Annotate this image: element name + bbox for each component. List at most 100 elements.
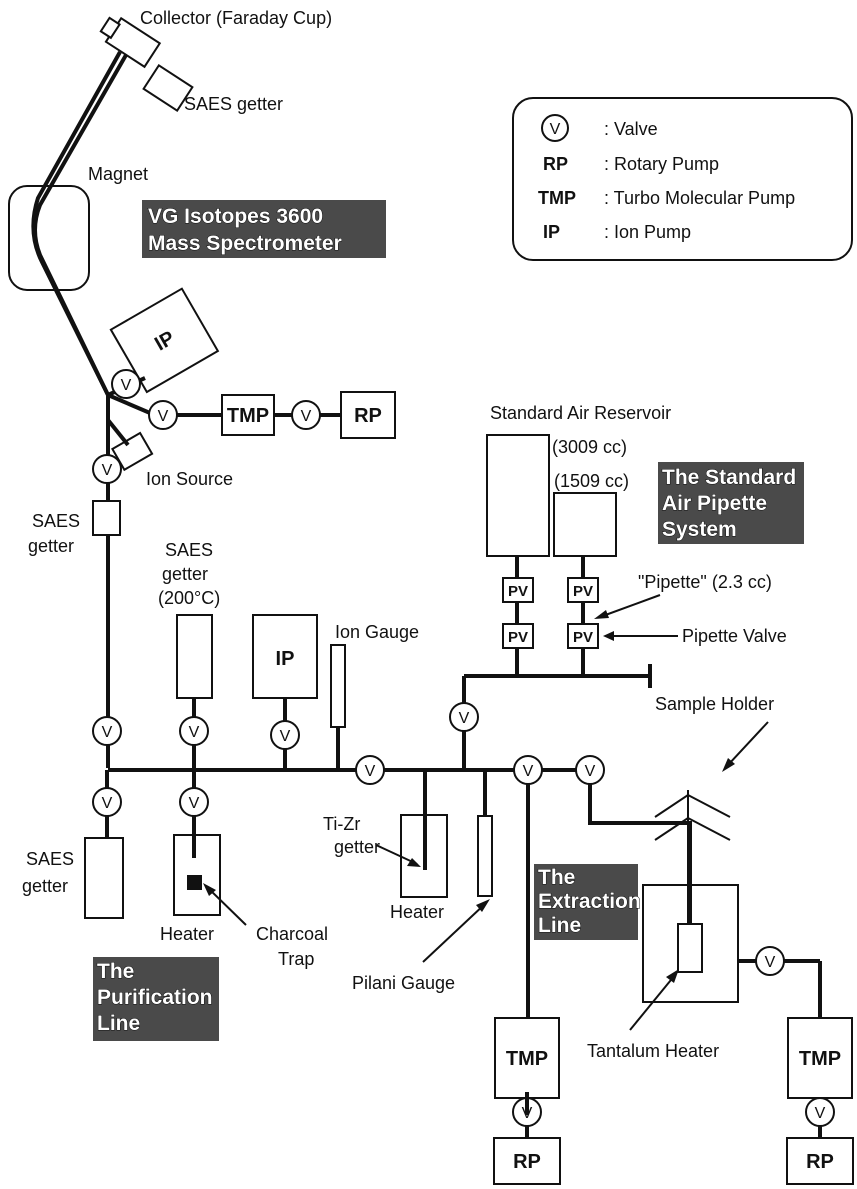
valve-charcoal-label: V — [189, 795, 200, 812]
ion-source-label: Ion Source — [146, 469, 233, 489]
valve-left-upper[interactable]: V — [92, 454, 122, 484]
valve-tmp-rp-left[interactable]: V — [512, 1097, 542, 1127]
purification-banner: The Purification Line — [93, 957, 219, 1041]
pv-1509-upper[interactable]: PV — [567, 577, 599, 603]
volume-1509-label: (1509 cc) — [554, 471, 629, 491]
valve-left-lower[interactable]: V — [92, 787, 122, 817]
valve-rp-upper-label: V — [301, 408, 312, 425]
reservoir-1509-box — [553, 492, 617, 557]
legend-symbol-1: RP — [543, 154, 568, 174]
tmp-upper-label: TMP — [227, 405, 269, 427]
tizr-label2: getter — [334, 837, 380, 857]
valve-ip-upper-label: V — [121, 377, 132, 394]
pv-3009-upper-label: PV — [508, 583, 528, 600]
rp-upper: RP — [340, 391, 396, 439]
valve-ip-middle-label: V — [280, 728, 291, 745]
ion-pump-upper: IP — [109, 287, 220, 394]
legend-symbol-3: IP — [543, 222, 560, 242]
valve-ip-middle[interactable]: V — [270, 720, 300, 750]
magnet-label: Magnet — [88, 164, 148, 184]
tizr-label1: Ti-Zr — [323, 814, 360, 834]
valve-tmp-upper-label: V — [158, 408, 169, 425]
legend-desc-2: : Turbo Molecular Pump — [604, 188, 795, 208]
tmp-right-label: TMP — [799, 1048, 841, 1070]
valve-left-main[interactable]: V — [92, 716, 122, 746]
standard-air-banner-line2: Air Pipette — [662, 492, 767, 515]
pv-1509-lower-label: PV — [573, 629, 593, 646]
tantalum-heater-inner-box — [677, 923, 703, 973]
pipette-valve-arrowhead — [603, 631, 614, 641]
rp-right-label: RP — [806, 1151, 834, 1173]
tmp-extraction-left: TMP — [494, 1017, 560, 1099]
tmp-extraction-left-label: TMP — [506, 1048, 548, 1070]
valve-main-mid[interactable]: V — [355, 755, 385, 785]
saes-getter-left-box — [92, 500, 121, 536]
charcoal-arrow — [206, 886, 247, 926]
sample-holder-label: Sample Holder — [655, 694, 774, 714]
tantalum-arrowhead — [666, 969, 679, 983]
tantalum-heater-label: Tantalum Heater — [587, 1041, 719, 1061]
valve-tantalum-label: V — [765, 954, 776, 971]
sample-holder-arrow — [727, 721, 769, 766]
valve-saes-200-label: V — [189, 724, 200, 741]
rp-right: RP — [786, 1137, 854, 1185]
valve-tmp-rp-right[interactable]: V — [805, 1097, 835, 1127]
extraction-banner-line1: The — [538, 866, 575, 889]
saes-getter-left-label2: getter — [28, 536, 74, 556]
heater-mid-label: Heater — [390, 902, 444, 922]
ion-gauge-box — [330, 644, 346, 728]
valve-ip-upper[interactable]: V — [111, 369, 141, 399]
pv-3009-lower-label: PV — [508, 629, 528, 646]
legend-symbol-2: TMP — [538, 188, 576, 208]
pv-1509-lower[interactable]: PV — [567, 623, 599, 649]
pipe-ion-source — [106, 418, 130, 447]
spectrometer-banner-line2: Mass Spectrometer — [148, 232, 342, 255]
charcoal-label2: Trap — [278, 949, 314, 969]
saes-200-box — [176, 614, 213, 699]
purification-banner-line1: The — [97, 960, 134, 983]
valve-tantalum[interactable]: V — [755, 946, 785, 976]
valve-extraction-tmp-label: V — [523, 763, 534, 780]
spectrometer-banner-line1: VG Isotopes 3600 — [148, 205, 323, 228]
tantalum-heater-outer-box — [642, 884, 739, 1003]
valve-main-mid-label: V — [365, 763, 376, 780]
valve-tmp-upper[interactable]: V — [148, 400, 178, 430]
valve-pipette[interactable]: V — [449, 702, 479, 732]
valve-extraction-right-label: V — [585, 763, 596, 780]
rp-upper-label: RP — [354, 405, 382, 427]
valve-left-main-label: V — [102, 724, 113, 741]
legend-box — [512, 97, 853, 261]
mass-spectrometer — [8, 16, 194, 396]
legend: V : Valve RP : Rotary Pump TMP : Turbo M… — [512, 97, 853, 261]
pipe-to-valve-tmp — [107, 393, 151, 415]
valve-charcoal[interactable]: V — [179, 787, 209, 817]
saes-getter-top-label: SAES getter — [184, 94, 283, 114]
pv-3009-lower[interactable]: PV — [502, 623, 534, 649]
legend-desc-0: : Valve — [604, 119, 658, 139]
valve-tmp-rp-right-label: V — [815, 1105, 826, 1122]
valve-rp-upper[interactable]: V — [291, 400, 321, 430]
purification-banner-line3: Line — [97, 1012, 140, 1035]
charcoal-arrowhead — [203, 883, 216, 896]
legend-desc-1: : Rotary Pump — [604, 154, 719, 174]
pilani-gauge-box — [477, 815, 493, 897]
pipette-arrowhead — [594, 610, 609, 619]
standard-air-reservoir-label: Standard Air Reservoir — [490, 403, 671, 423]
volume-3009-label: (3009 cc) — [552, 437, 627, 457]
standard-air-banner: The Standard Air Pipette System — [658, 462, 804, 544]
valve-extraction-tmp[interactable]: V — [513, 755, 543, 785]
legend-valve-icon — [541, 114, 569, 142]
saes-200-label1: SAES — [165, 540, 213, 560]
charcoal-trap-block — [187, 875, 202, 890]
ion-gauge-label: Ion Gauge — [335, 622, 419, 642]
valve-pipette-label: V — [459, 710, 470, 727]
magnet-box — [8, 185, 90, 291]
saes-getter-bottom-label2: getter — [22, 876, 68, 896]
valve-left-upper-label: V — [102, 462, 113, 479]
valve-saes-200[interactable]: V — [179, 716, 209, 746]
pv-3009-upper[interactable]: PV — [502, 577, 534, 603]
rp-left-label: RP — [513, 1151, 541, 1173]
legend-symbol-0: V — [550, 121, 561, 138]
valve-extraction-right[interactable]: V — [575, 755, 605, 785]
